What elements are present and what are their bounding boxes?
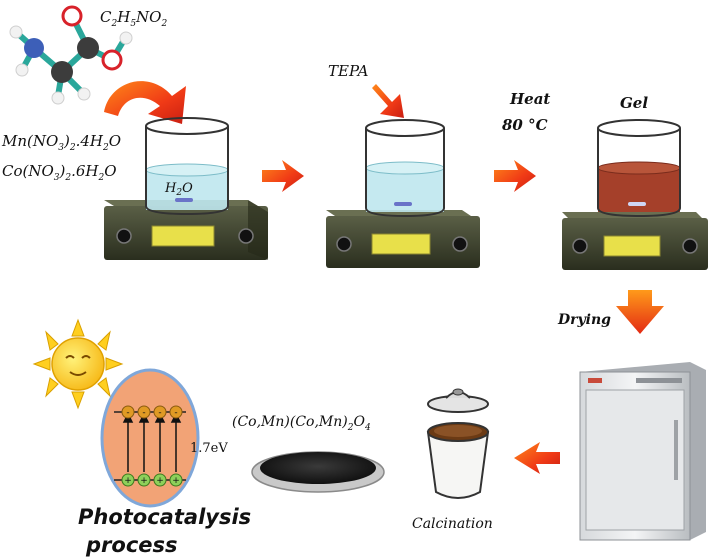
beaker-solution	[365, 119, 445, 218]
drying-oven	[579, 362, 706, 541]
electron-row: - - - -	[121, 405, 183, 419]
beaker-gel	[597, 119, 681, 218]
label-process: process	[85, 533, 178, 557]
oven-handle	[674, 420, 678, 480]
knob-icon	[336, 236, 352, 252]
stir-bar-icon	[175, 198, 193, 202]
left-arrow-icon	[514, 442, 560, 474]
curved-arrow-icon	[104, 81, 186, 124]
petri-dish-powder	[251, 451, 385, 493]
knob-icon	[452, 236, 468, 252]
svg-text:+: +	[124, 476, 132, 486]
svg-text:+: +	[172, 476, 180, 486]
label-water: H2O	[164, 181, 193, 198]
knob-icon	[116, 228, 132, 244]
label-mn-nitrate: Mn(NO3)2.4H2O	[1, 132, 121, 153]
label-band-gap: 1.7eV	[190, 441, 228, 456]
label-photocatalysis: Photocatalysis	[78, 505, 251, 529]
formula-glycine: C2H5NO2	[100, 8, 167, 29]
hole-row: + + + +	[121, 473, 183, 487]
stir-bar-icon	[628, 202, 646, 206]
label-tepa: TEPA	[328, 62, 369, 80]
label-gel: Gel	[620, 94, 648, 112]
sun-icon	[32, 318, 124, 410]
knob-icon	[572, 238, 588, 254]
right-arrow-icon	[262, 160, 304, 192]
stir-bar-icon	[394, 202, 412, 206]
display-panel	[603, 235, 661, 257]
down-arrow-icon	[372, 84, 404, 118]
crucible-icon	[426, 388, 490, 499]
label-spinel-formula: (Co,Mn)(Co,Mn)2O4	[232, 414, 371, 433]
knob-icon	[682, 238, 698, 254]
label-temperature: 80 °C	[502, 116, 548, 134]
knob-icon	[238, 228, 254, 244]
svg-text:-: -	[142, 408, 145, 418]
hot-plate-stirrer-2	[326, 210, 480, 268]
band-gap-diagram: - - - - + + + +	[100, 368, 200, 508]
label-calcination: Calcination	[412, 516, 493, 532]
glycine-molecule-icon	[9, 5, 133, 105]
label-co-nitrate: Co(NO3)2.6H2O	[2, 162, 117, 183]
hot-plate-stirrer-3	[562, 212, 708, 270]
display-panel	[371, 233, 431, 255]
down-arrow-icon	[616, 290, 664, 334]
beaker-water	[145, 117, 229, 216]
svg-text:-: -	[158, 408, 161, 418]
svg-text:+: +	[140, 476, 148, 486]
svg-text:+: +	[156, 476, 164, 486]
display-panel	[151, 225, 215, 247]
right-arrow-icon	[494, 160, 536, 192]
svg-text:-: -	[174, 408, 177, 418]
svg-text:-: -	[126, 408, 129, 418]
label-heat: Heat	[509, 90, 550, 108]
label-drying: Drying	[557, 312, 611, 328]
